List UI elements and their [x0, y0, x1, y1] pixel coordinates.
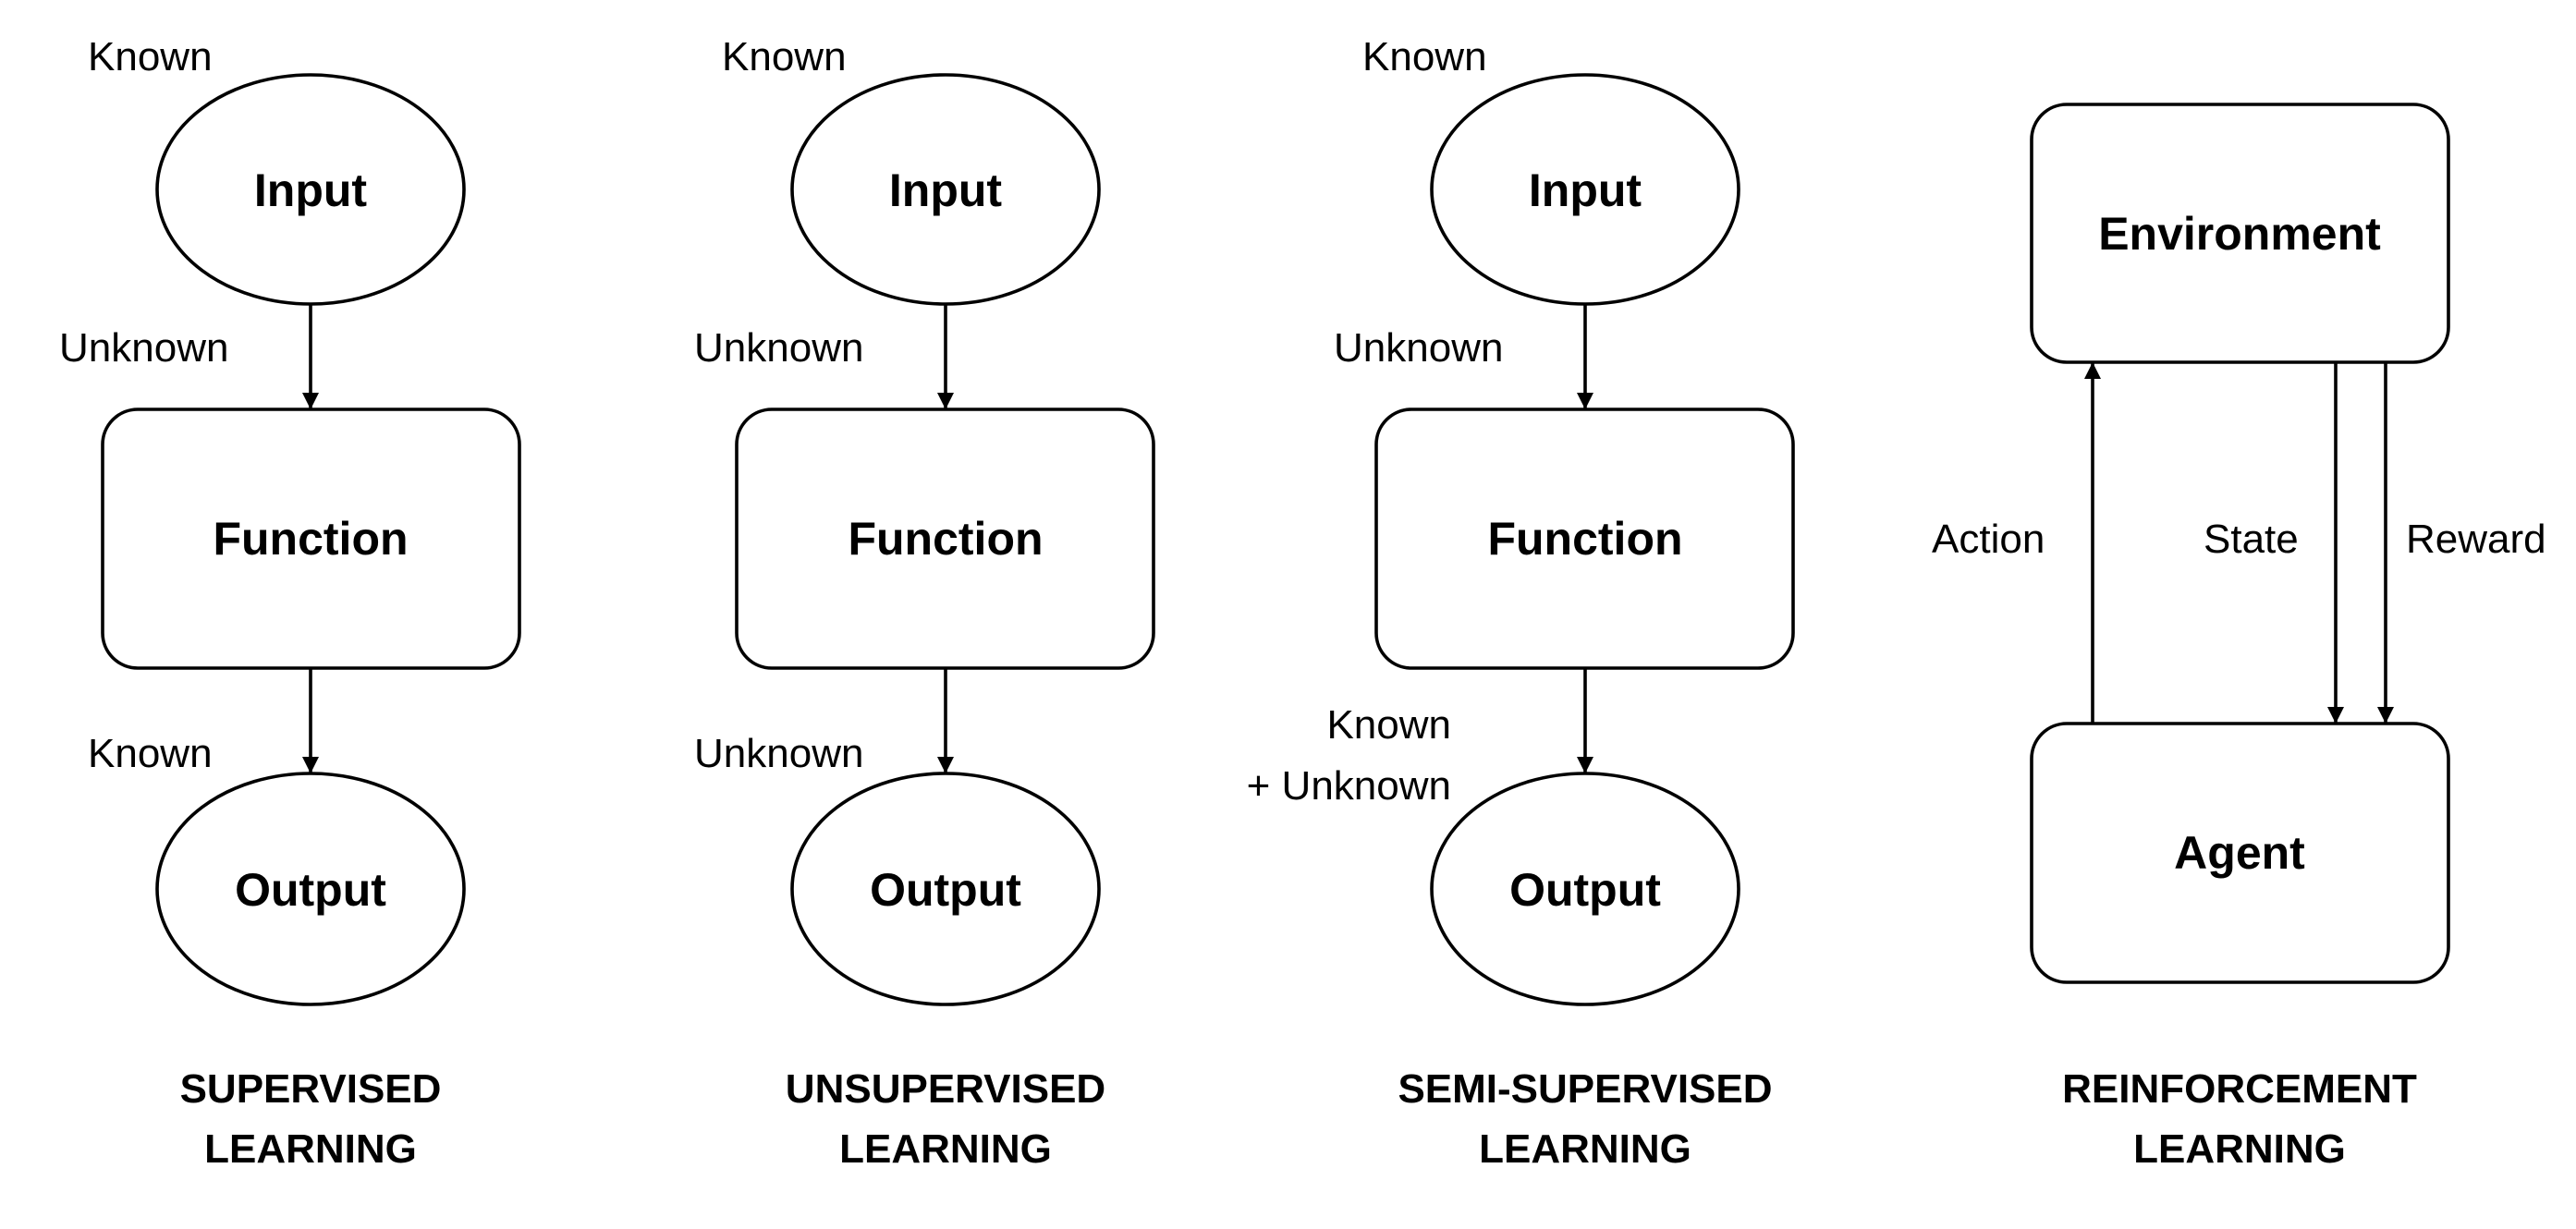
semi-supervised-panel: Known Input Unknown Function Known + Unk… — [1247, 34, 1795, 1172]
agent-node-label: Agent — [2174, 827, 2305, 879]
environment-node — [2030, 103, 2450, 364]
function-node-label: Function — [848, 513, 1043, 565]
caption-line1: SUPERVISED — [180, 1066, 442, 1112]
output-node-label: Output — [1509, 864, 1661, 916]
caption-line2: LEARNING — [204, 1126, 417, 1172]
function-node-label: Function — [213, 513, 408, 565]
input-node-label: Input — [1529, 164, 1642, 216]
output-node — [1430, 772, 1740, 1006]
input-node-label: Input — [889, 164, 1003, 216]
output-unknown-label: Unknown — [694, 731, 863, 776]
input-known-label: Known — [88, 34, 213, 79]
output-plus-unknown-label: + Unknown — [1247, 763, 1451, 809]
caption-line1: UNSUPERVISED — [786, 1066, 1105, 1112]
unknown-label: Unknown — [694, 325, 863, 371]
agent-node — [2030, 722, 2450, 984]
function-node-label: Function — [1487, 513, 1682, 565]
output-node — [790, 772, 1101, 1006]
input-known-label: Known — [722, 34, 847, 79]
unknown-label: Unknown — [59, 325, 228, 371]
environment-node-label: Environment — [2098, 208, 2381, 260]
caption-line1: REINFORCEMENT — [2062, 1066, 2417, 1112]
unsupervised-panel: Known Input Unknown Function Unknown Out… — [694, 34, 1155, 1172]
output-node-label: Output — [870, 864, 1021, 916]
action-label: Action — [1932, 517, 2045, 562]
caption-line2: LEARNING — [839, 1126, 1052, 1172]
input-node-label: Input — [254, 164, 368, 216]
output-known-label: Known — [88, 731, 213, 776]
input-known-label: Known — [1362, 34, 1487, 79]
output-node-label: Output — [235, 864, 386, 916]
unknown-label: Unknown — [1334, 325, 1503, 371]
supervised-panel: Known Input Unknown Function Known Outpu… — [59, 34, 521, 1172]
output-known-label: Known — [1326, 702, 1451, 748]
caption-line2: LEARNING — [2133, 1126, 2346, 1172]
caption-line2: LEARNING — [1479, 1126, 1691, 1172]
reward-label: Reward — [2406, 517, 2546, 562]
reinforcement-panel: Environment Agent Action State Reward RE… — [1932, 103, 2546, 1172]
state-label: State — [2204, 517, 2299, 562]
caption-line1: SEMI-SUPERVISED — [1398, 1066, 1772, 1112]
output-node — [155, 772, 466, 1006]
